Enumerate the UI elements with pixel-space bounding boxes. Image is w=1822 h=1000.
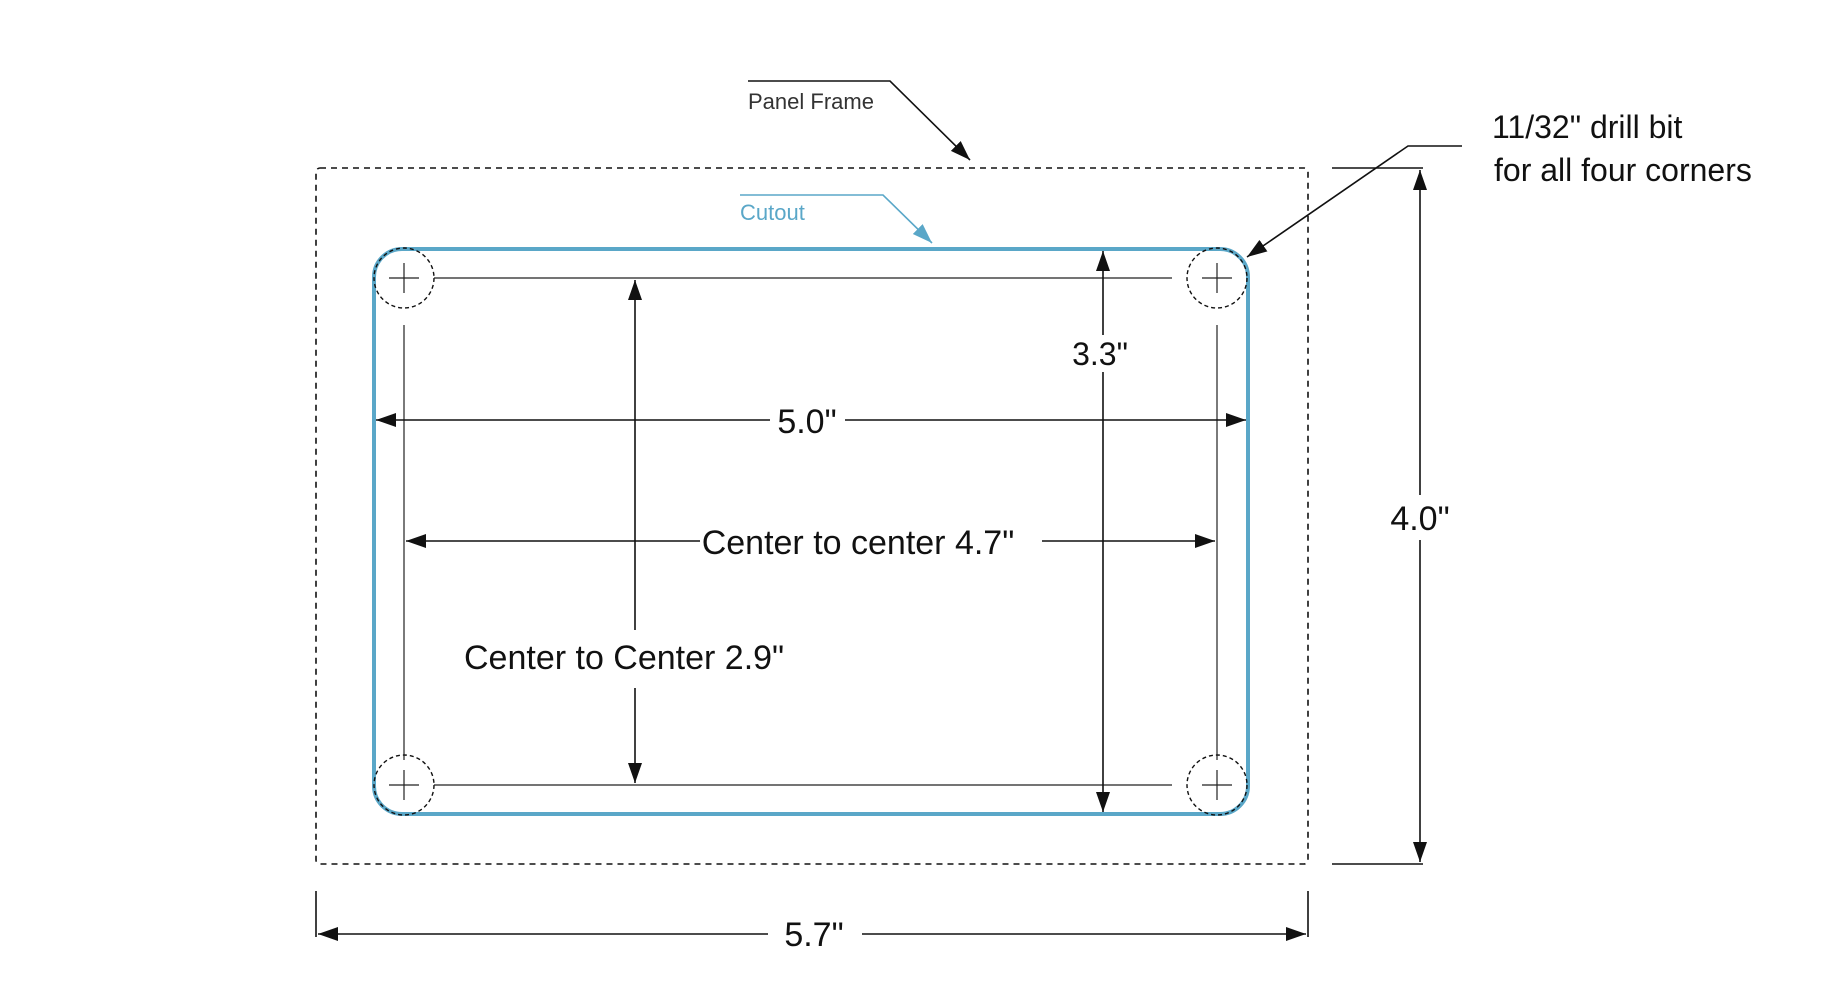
cutout-width-label: 5.0" <box>777 403 836 441</box>
hole-spacing-h-label: Center to center 4.7" <box>702 524 1015 562</box>
hole-spacing-v-label: Center to Center 2.9" <box>464 639 784 677</box>
panel-frame-callout-label: Panel Frame <box>748 89 874 114</box>
cutout-leader <box>740 194 933 244</box>
cutout-outline <box>372 247 1250 816</box>
panel-frame-outline <box>315 167 1309 865</box>
drill-bit-leader <box>1246 145 1462 258</box>
panel-frame-leader <box>748 80 971 161</box>
cutout-callout-label: Cutout <box>740 200 805 225</box>
drill-bit-callout-line2: for all four corners <box>1494 152 1752 188</box>
panel-width-label: 5.7" <box>784 916 843 954</box>
drill-bit-callout-line1: 11/32" drill bit <box>1492 109 1683 145</box>
drill-hole-top-right <box>1186 247 1248 309</box>
cutout-height-label: 3.3" <box>1072 336 1128 372</box>
drill-hole-bottom-right <box>1186 754 1248 816</box>
drill-hole-bottom-left <box>373 754 435 816</box>
panel-height-label: 4.0" <box>1390 500 1449 538</box>
